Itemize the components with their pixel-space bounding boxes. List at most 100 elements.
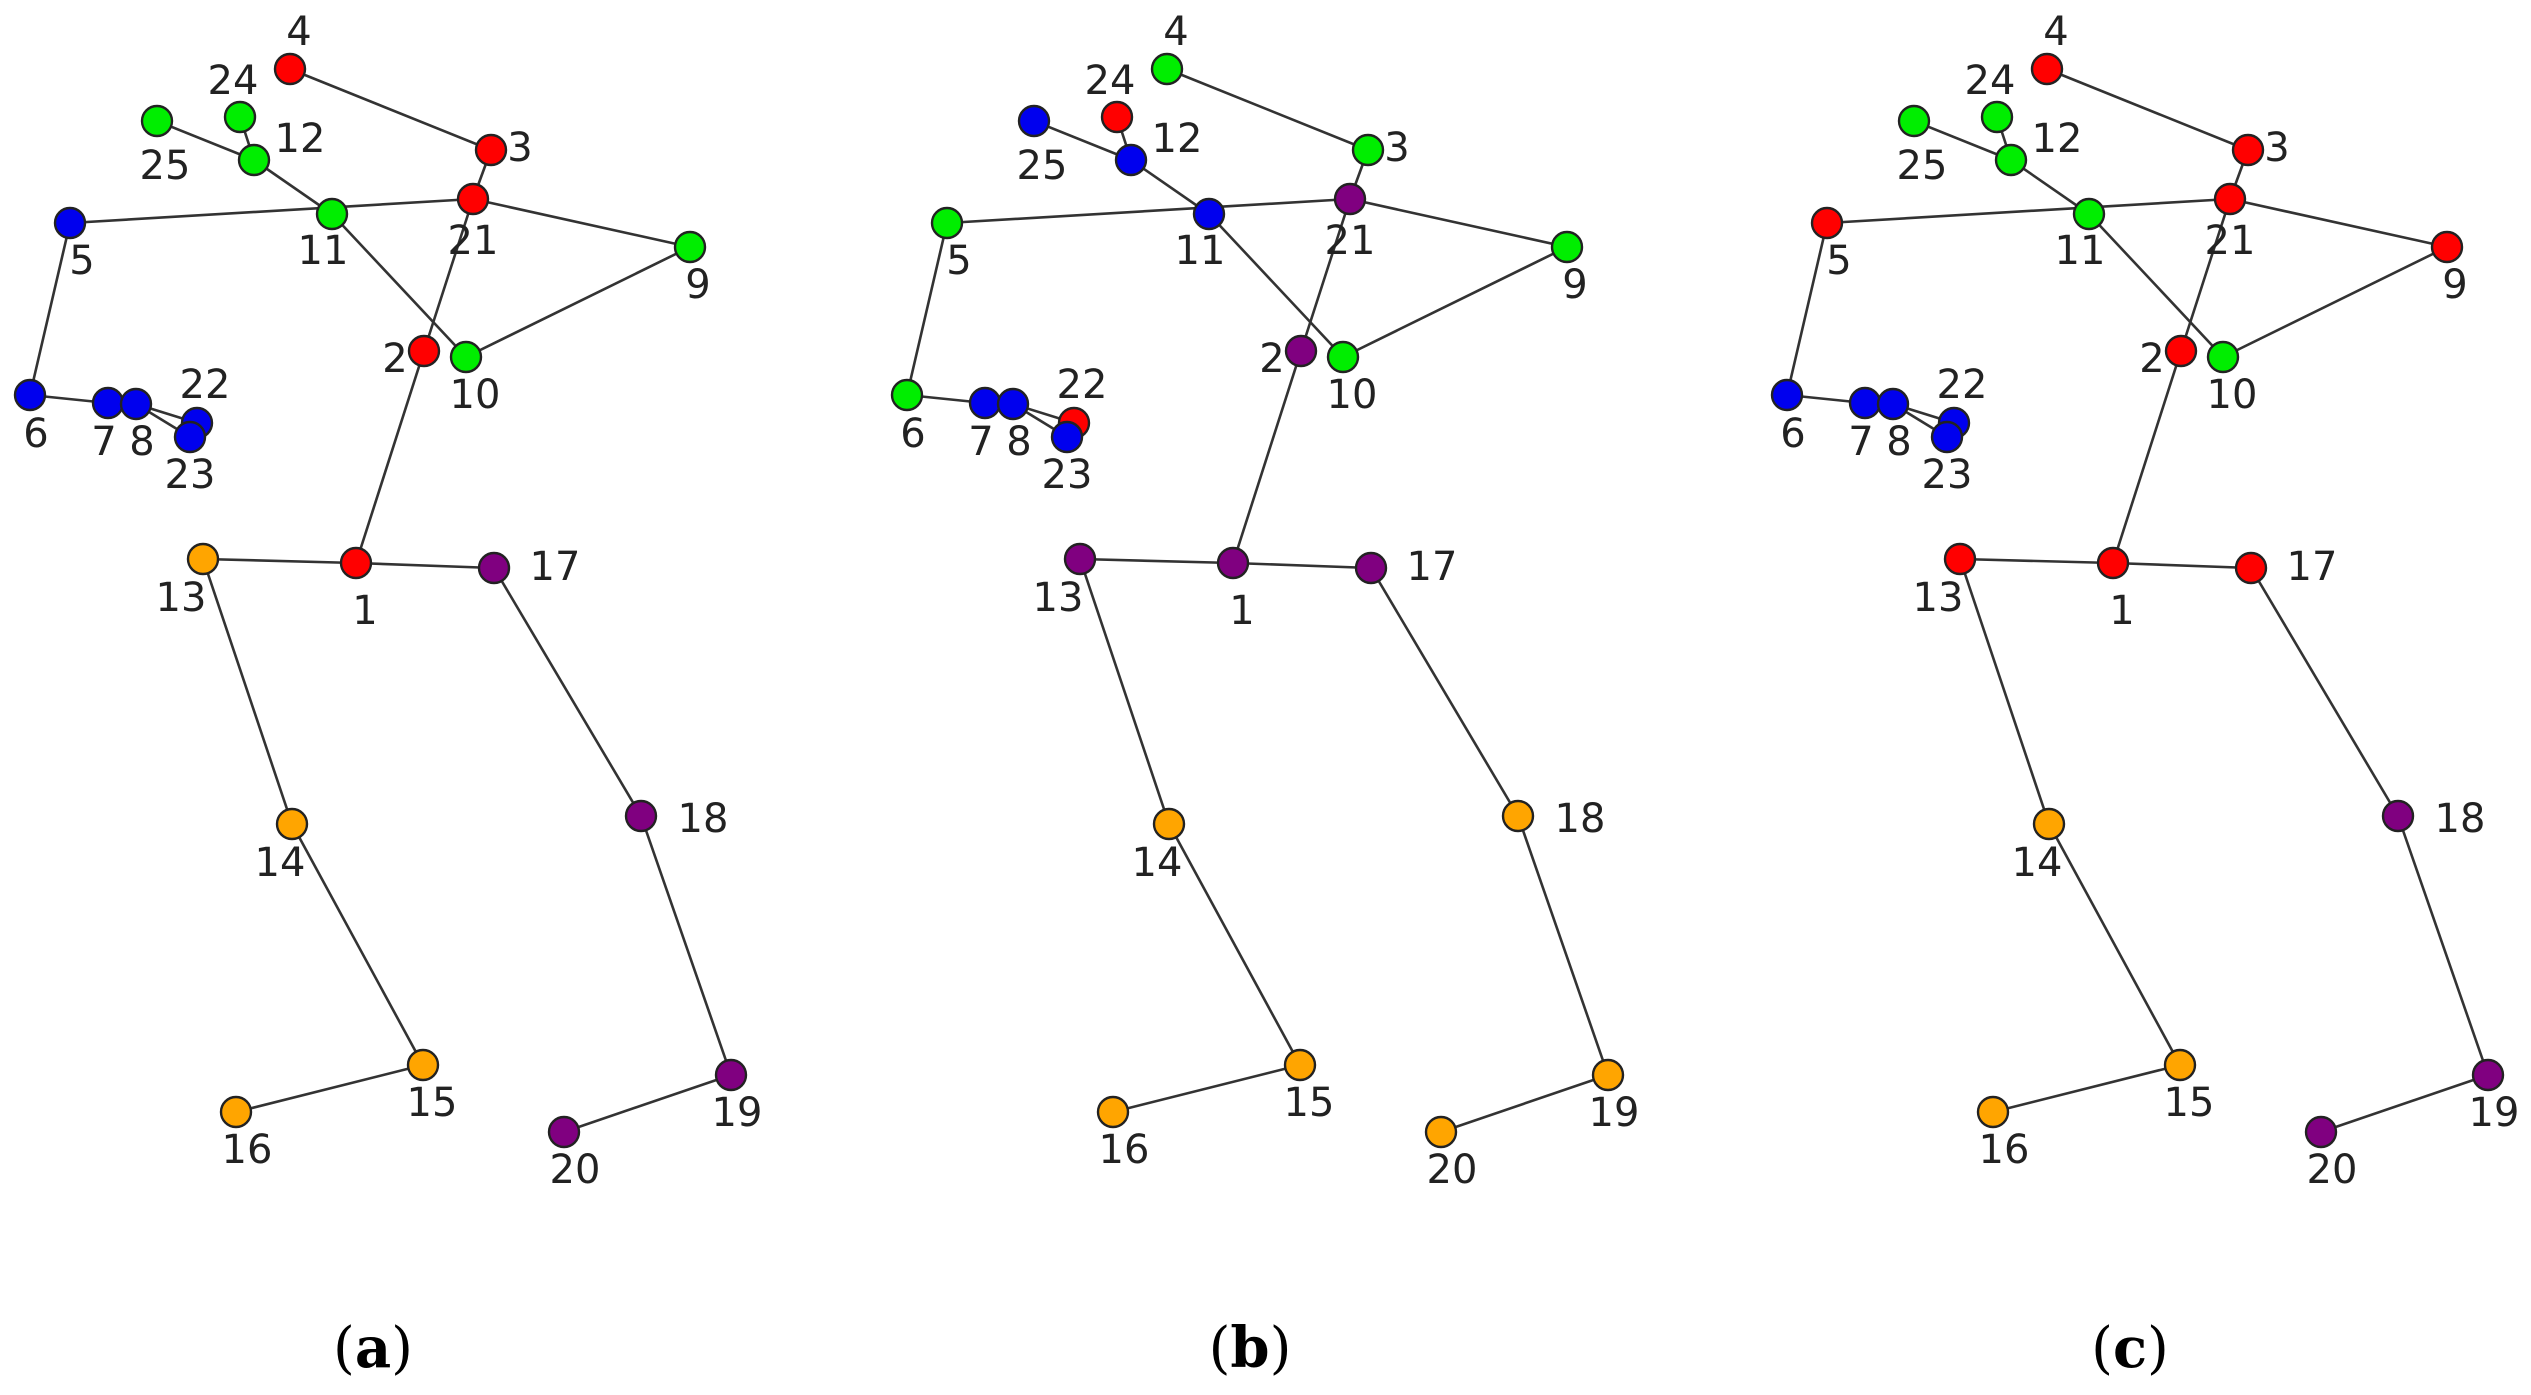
joint-21	[456, 182, 490, 216]
joint-11	[2072, 197, 2106, 231]
joint-label-13: 13	[1033, 575, 1084, 621]
joint-label-23: 23	[1922, 452, 1973, 498]
joint-label-17: 17	[530, 544, 581, 590]
joint-label-2: 2	[382, 336, 407, 382]
bone-21-5	[1826, 197, 2231, 225]
joint-19	[2471, 1058, 2505, 1092]
joint-label-3: 3	[507, 125, 532, 171]
joint-label-4: 4	[2043, 9, 2068, 55]
joint-label-24: 24	[208, 58, 259, 104]
bone-10-11	[1208, 213, 1344, 358]
joint-10	[1326, 340, 1360, 374]
joint-5	[930, 206, 964, 240]
joint-17	[477, 551, 511, 585]
panel-caption-c: (c)	[2091, 1315, 2169, 1381]
joint-label-22: 22	[1057, 362, 1108, 408]
joint-21	[2213, 182, 2247, 216]
bone-2-1	[1231, 350, 1303, 564]
joint-1	[1216, 546, 1250, 580]
joint-label-9: 9	[685, 262, 710, 308]
joint-label-6: 6	[1780, 411, 1805, 457]
joint-label-21: 21	[2205, 218, 2256, 264]
joint-label-24: 24	[1085, 58, 1136, 104]
joint-23	[173, 420, 207, 454]
joint-label-12: 12	[275, 116, 326, 162]
joint-13	[186, 542, 220, 576]
bone-13-14	[201, 558, 294, 825]
joint-6	[13, 378, 47, 412]
joint-label-16: 16	[1979, 1127, 2030, 1173]
joint-13	[1943, 542, 1977, 576]
joint-14	[2032, 807, 2066, 841]
joint-label-7: 7	[968, 419, 993, 465]
joint-label-3: 3	[2264, 125, 2289, 171]
joint-17	[2234, 551, 2268, 585]
bone-21-2	[1299, 198, 1352, 352]
joint-label-10: 10	[450, 372, 501, 418]
joint-label-3: 3	[1384, 125, 1409, 171]
joint-label-7: 7	[91, 419, 116, 465]
joint-label-11: 11	[1175, 228, 1226, 274]
bone-14-15	[1167, 823, 1302, 1066]
joint-label-22: 22	[180, 362, 231, 408]
joint-14	[1152, 807, 1186, 841]
joint-14	[275, 807, 309, 841]
bone-4-3	[2046, 67, 2249, 152]
bone-21-5	[69, 197, 474, 225]
joint-20	[2304, 1115, 2338, 1149]
joint-5	[1810, 206, 1844, 240]
joint-20	[547, 1115, 581, 1149]
joint-label-1: 1	[1229, 588, 1254, 634]
bone-layer	[28, 67, 733, 1134]
joint-25	[1897, 104, 1931, 138]
bone-21-9	[1349, 197, 1568, 249]
bone-1-13	[1959, 557, 2114, 565]
bone-19-20	[1440, 1073, 1609, 1134]
bone-18-19	[1516, 815, 1610, 1076]
joint-11	[1192, 197, 1226, 231]
joint-7	[968, 386, 1002, 420]
joint-16	[219, 1095, 253, 1129]
bone-18-19	[2396, 815, 2490, 1076]
joint-label-15: 15	[407, 1080, 458, 1126]
joint-label-17: 17	[1407, 544, 1458, 590]
bone-21-9	[472, 197, 691, 249]
bone-21-2	[422, 198, 475, 352]
joint-label-25: 25	[140, 143, 191, 189]
joint-layer	[890, 52, 1625, 1149]
joint-label-20: 20	[550, 1147, 601, 1193]
joint-7	[91, 386, 125, 420]
bone-18-19	[639, 815, 733, 1076]
joint-15	[2163, 1048, 2197, 1082]
bone-5-6	[905, 222, 949, 396]
bone-9-10	[1342, 245, 1568, 359]
bone-17-18	[1369, 567, 1520, 817]
bone-12-25	[156, 119, 255, 162]
joint-19	[1591, 1058, 1625, 1092]
joint-label-14: 14	[1132, 840, 1183, 886]
joint-label-22: 22	[1937, 362, 1988, 408]
joint-15	[406, 1048, 440, 1082]
joint-label-5: 5	[946, 238, 971, 284]
joint-label-21: 21	[448, 218, 499, 264]
joint-label-2: 2	[1259, 336, 1284, 382]
joint-10	[2206, 340, 2240, 374]
joint-label-14: 14	[2012, 840, 2063, 886]
joint-3	[1351, 133, 1385, 167]
joint-23	[1930, 420, 1964, 454]
bone-21-5	[946, 197, 1351, 225]
joint-label-25: 25	[1897, 143, 1948, 189]
joint-label-18: 18	[1555, 796, 1606, 842]
joint-12	[1994, 143, 2028, 177]
joint-label-9: 9	[1562, 262, 1587, 308]
joint-7	[1848, 386, 1882, 420]
bone-19-20	[563, 1073, 732, 1134]
bone-17-18	[2249, 567, 2400, 817]
joint-label-11: 11	[298, 228, 349, 274]
joint-label-11: 11	[2055, 228, 2106, 274]
bone-15-16	[1992, 1063, 2181, 1114]
